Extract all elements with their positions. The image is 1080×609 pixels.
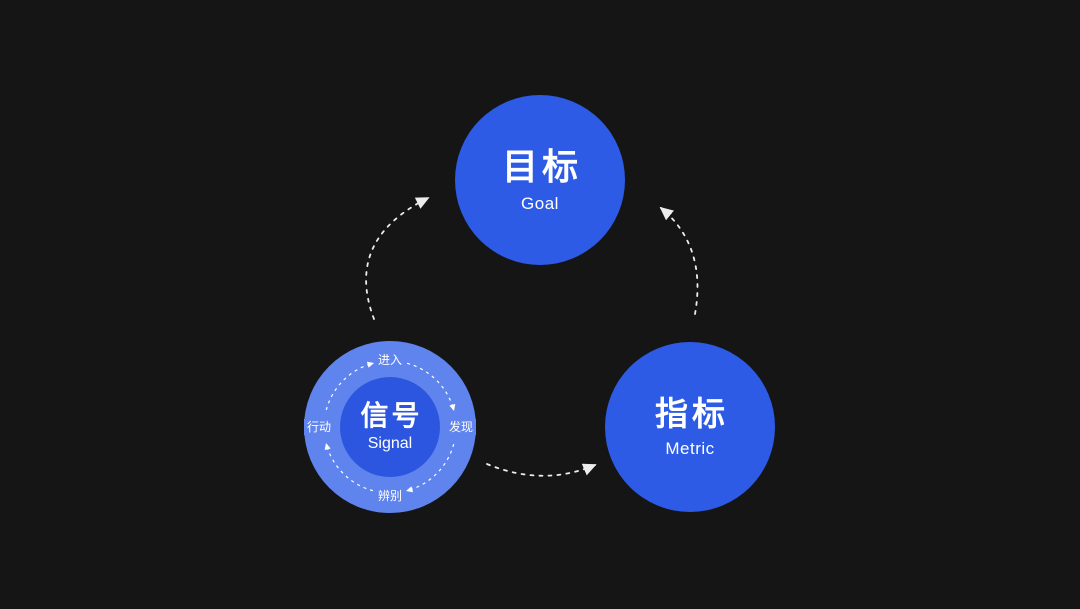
signal-cycle-ring	[324, 361, 456, 493]
signal-inner-circle: 信号 Signal	[340, 377, 440, 477]
signal-title-en: Signal	[367, 434, 413, 452]
metric-title-en: Metric	[665, 438, 715, 458]
arrow-signal-to-metric	[486, 463, 597, 477]
signal-title-zh: 信号	[360, 400, 423, 432]
cycle-step-distinguish: 辨别	[374, 488, 406, 504]
goal-title-zh: 目标	[501, 146, 582, 188]
arrow-metric-to-goal	[659, 206, 699, 315]
cycle-step-act: 行动	[304, 419, 335, 435]
cycle-arc-top-left	[325, 361, 375, 411]
signal-node: 进入 发现 辨别 行动 信号 Signal	[304, 341, 476, 513]
goal-node: 目标 Goal	[455, 95, 625, 265]
cycle-arc-bottom-right	[405, 443, 455, 493]
cycle-step-enter: 进入	[374, 352, 406, 368]
goal-title-en: Goal	[521, 193, 559, 213]
metric-node: 指标 Metric	[605, 342, 775, 512]
cycle-step-discover: 发现	[445, 419, 476, 435]
arrow-signal-to-goal	[365, 197, 430, 320]
cycle-arc-top-right	[406, 362, 456, 412]
cycle-arc-bottom-left	[324, 442, 374, 492]
metric-title-zh: 指标	[655, 395, 729, 433]
